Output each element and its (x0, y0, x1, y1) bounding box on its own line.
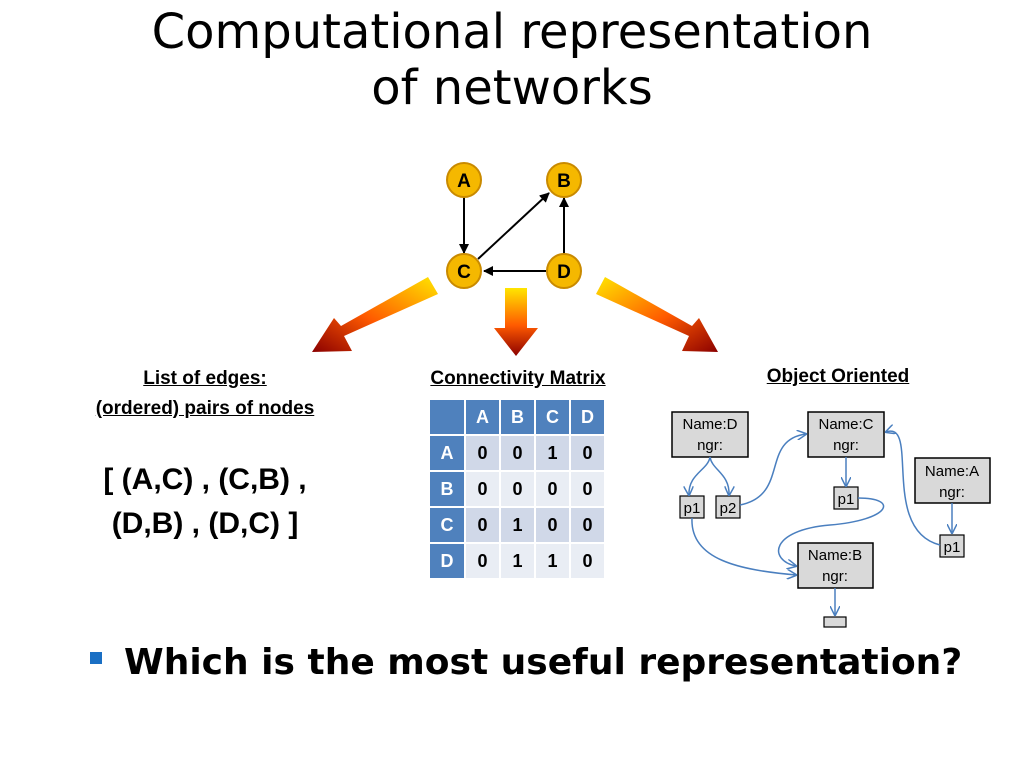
pointer-a-p1: p1 (939, 534, 965, 558)
svg-text:Name:B: Name:B (808, 547, 862, 564)
matrix-cell: 0 (534, 470, 571, 508)
object-box-c: Name:C ngr: (807, 411, 885, 458)
matrix-header-row: A B C D (428, 398, 606, 436)
matrix-row-header: B (428, 470, 466, 508)
object-box-b: Name:B ngr: (797, 542, 874, 589)
node-b: B (546, 162, 582, 198)
svg-text:ngr:: ngr: (939, 484, 965, 501)
matrix-row-header: D (428, 542, 466, 580)
matrix-row: D 0 1 1 0 (428, 542, 606, 580)
svg-text:Name:D: Name:D (682, 416, 737, 433)
matrix-col-header: B (499, 398, 536, 436)
object-connectors (689, 431, 952, 615)
matrix-cell: 0 (464, 542, 501, 580)
matrix-cell: 1 (499, 542, 536, 580)
svg-text:p1: p1 (684, 500, 701, 517)
question-text: Which is the most useful representation? (124, 642, 963, 683)
svg-text:D: D (557, 262, 571, 283)
arrow-left-gradient (312, 277, 438, 352)
edge-list-header-line-2: (ordered) pairs of nodes (95, 398, 315, 419)
svg-text:p2: p2 (720, 500, 737, 517)
matrix-cell: 0 (534, 506, 571, 544)
matrix-header: Connectivity Matrix (430, 368, 606, 389)
pointer-d-p2: p2 (715, 495, 741, 519)
matrix-row: C 0 1 0 0 (428, 506, 606, 544)
edge-list-line-1: [ (A,C) , (C,B) , (103, 463, 307, 496)
matrix-cell: 0 (569, 470, 606, 508)
arrow-right-gradient (596, 277, 718, 352)
svg-text:B: B (557, 171, 571, 192)
object-box-a: Name:A ngr: (914, 457, 991, 504)
node-a: A (446, 162, 482, 198)
pointer-b-empty (823, 616, 847, 628)
matrix-corner (428, 398, 466, 436)
matrix-cell: 0 (499, 470, 536, 508)
matrix-row-header: A (428, 434, 466, 472)
pointer-c-p1: p1 (833, 486, 859, 510)
matrix-cell: 0 (569, 506, 606, 544)
svg-text:p1: p1 (944, 539, 961, 556)
matrix-cell: 1 (499, 506, 536, 544)
matrix-col-header: C (534, 398, 571, 436)
matrix-cell: 0 (569, 434, 606, 472)
object-box-d: Name:D ngr: (671, 411, 749, 458)
matrix-row-header: C (428, 506, 466, 544)
svg-text:ngr:: ngr: (697, 437, 723, 454)
svg-text:Name:C: Name:C (818, 416, 873, 433)
matrix-row: B 0 0 0 0 (428, 470, 606, 508)
title-line-1: Computational representation (151, 4, 873, 60)
edge-list-header: List of edges: (ordered) pairs of nodes (60, 364, 350, 424)
matrix-row: A 0 0 1 0 (428, 434, 606, 472)
svg-text:A: A (457, 171, 471, 192)
pointer-d-p1: p1 (679, 495, 705, 519)
svg-text:ngr:: ngr: (833, 437, 859, 454)
matrix-cell: 1 (534, 542, 571, 580)
arrow-down-gradient (494, 288, 538, 356)
matrix-cell: 0 (464, 470, 501, 508)
svg-text:C: C (457, 262, 471, 283)
object-oriented-header: Object Oriented (766, 366, 910, 387)
matrix-cell: 0 (464, 434, 501, 472)
edge-list: [ (A,C) , (C,B) , (D,B) , (D,C) ] (50, 458, 360, 546)
connectivity-matrix: A B C D A 0 0 1 0 B 0 0 0 0 C 0 1 0 0 D … (428, 398, 606, 580)
title-line-2: of networks (371, 60, 653, 116)
edge-c-b (477, 192, 550, 260)
node-c: C (446, 253, 482, 289)
matrix-col-header: A (464, 398, 501, 436)
edge-list-line-2: (D,B) , (D,C) ] (111, 507, 299, 540)
node-d: D (546, 253, 582, 289)
matrix-cell: 0 (464, 506, 501, 544)
matrix-col-header: D (569, 398, 606, 436)
matrix-cell: 0 (499, 434, 536, 472)
matrix-cell: 1 (534, 434, 571, 472)
svg-text:Name:A: Name:A (925, 463, 979, 480)
slide-title: Computational representation of networks (0, 4, 1024, 116)
bullet-square-icon (90, 652, 102, 664)
svg-text:ngr:: ngr: (822, 568, 848, 585)
edge-list-header-line-1: List of edges: (143, 368, 267, 389)
svg-text:p1: p1 (838, 491, 855, 508)
matrix-cell: 0 (569, 542, 606, 580)
